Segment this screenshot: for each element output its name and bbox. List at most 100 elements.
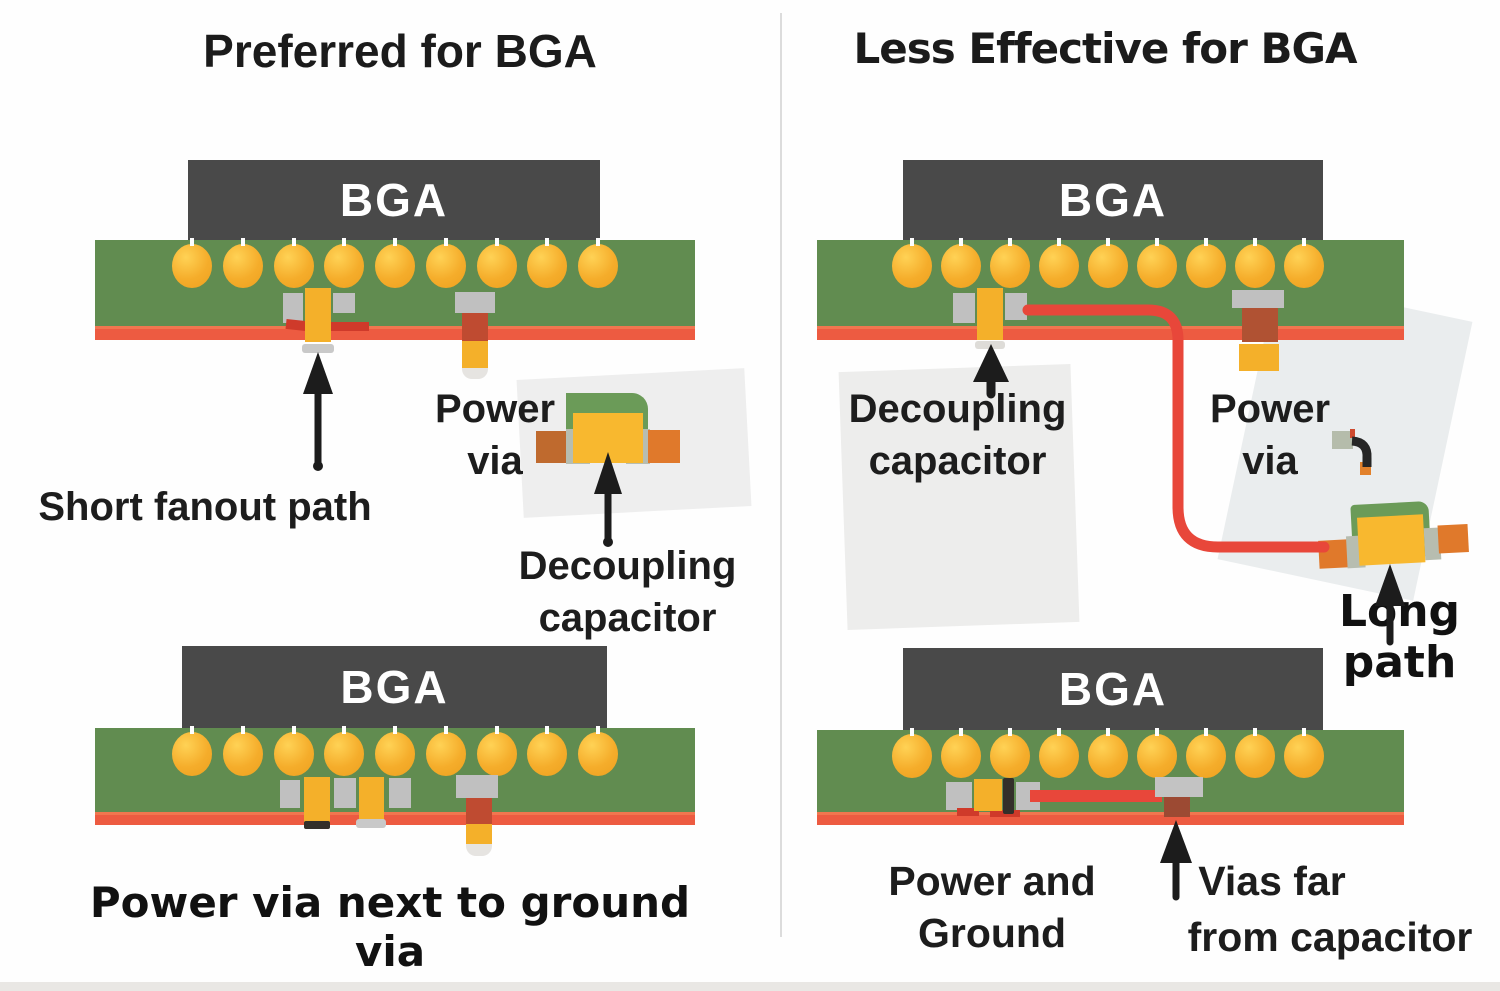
solder-ball	[273, 726, 314, 776]
power-plane-left-bottom	[95, 812, 695, 825]
fanout-trace-red-left	[285, 318, 307, 332]
solder-ball	[1235, 238, 1275, 288]
solder-ball	[172, 238, 212, 288]
left-bottom-caption: Power via next to ground via	[89, 878, 691, 976]
decoupling-label-right-line2: capacitor	[868, 439, 1047, 483]
far-capacitor-body	[1356, 514, 1426, 566]
solder-ball	[222, 238, 263, 288]
power-via-pad-left-bottom	[456, 775, 498, 798]
decoupling-label-right-line1: Decoupling	[848, 387, 1067, 431]
solder-ball	[578, 238, 618, 288]
bga-chip-left-top: BGA	[188, 160, 600, 240]
power-via-label-left-line1: Power	[434, 387, 556, 431]
solder-ball	[375, 726, 415, 776]
power-via-lower-left-top	[462, 341, 488, 368]
cap-via-pad-right-rt	[1005, 293, 1027, 320]
decoupling-capacitor-label-left: Decoupling capacitor	[480, 540, 775, 644]
power-via-pad-left-top	[455, 292, 495, 313]
elbow-via-icon-orange	[1360, 462, 1371, 475]
power-via-adjacent-cap	[356, 819, 386, 828]
solder-ball	[1284, 238, 1324, 288]
solder-ball	[1186, 728, 1226, 778]
capacitor-terminal-left-l	[536, 431, 568, 463]
solder-ball	[1186, 238, 1226, 288]
solder-ball	[1137, 238, 1177, 288]
capacitor-terminal-left-r	[648, 430, 680, 463]
bga-chip-right-bottom: BGA	[903, 648, 1323, 730]
power-plane-right-bottom	[817, 812, 1404, 825]
solder-ball	[425, 238, 466, 288]
via-pair-pad-2	[334, 778, 356, 808]
solder-ball-row-right-top	[892, 238, 1324, 288]
power-via-tip-left-bottom	[466, 844, 492, 856]
short-fanout-via-cap	[302, 344, 334, 353]
solder-ball	[990, 238, 1030, 288]
solder-ball	[892, 728, 932, 778]
far-via-barrel	[1164, 797, 1190, 817]
power-plane-right-top	[817, 326, 1404, 340]
solder-ball	[476, 726, 517, 776]
power-via-label-right-line1: Power	[1209, 387, 1331, 431]
board-capacitor-body	[974, 779, 1002, 811]
fanout-pad-right	[333, 293, 355, 313]
right-panel-title: Less Effective for BGA	[853, 24, 1358, 73]
bga-chip-right-top: BGA	[903, 160, 1323, 240]
far-capacitor-terminal-r	[1437, 523, 1469, 554]
fanout-pad-left	[283, 293, 303, 323]
power-via-pad-right-top	[1232, 290, 1284, 308]
capacitor-via-right-top	[977, 288, 1003, 340]
fanout-trace-red-right	[331, 322, 369, 331]
via-pair-pad-3	[389, 778, 411, 808]
solder-ball	[222, 726, 263, 776]
decoupling-capacitor-body-left	[573, 413, 643, 463]
panel-divider	[780, 13, 782, 937]
bottom-edge-strip	[0, 982, 1500, 991]
power-via-adjacent	[359, 777, 384, 821]
decoupling-label-left-line1: Decoupling	[518, 544, 737, 588]
solder-ball	[990, 728, 1030, 778]
left-panel-title: Preferred for BGA	[203, 25, 597, 77]
solder-ball	[527, 726, 568, 776]
elbow-via-icon-red	[1350, 429, 1355, 438]
solder-ball-row-left-bottom	[172, 726, 618, 776]
far-via-pad	[1155, 777, 1203, 797]
solder-ball	[273, 238, 314, 288]
ground-via	[304, 777, 330, 823]
solder-ball	[324, 238, 365, 288]
solder-ball	[476, 238, 517, 288]
power-via-tip-left-top	[462, 368, 488, 379]
vias-far-label-line2: from capacitor	[1187, 914, 1473, 960]
elbow-via-icon-pad	[1332, 431, 1353, 449]
solder-ball	[892, 238, 932, 288]
solder-ball	[1137, 728, 1177, 778]
short-fanout-via	[305, 288, 331, 342]
solder-ball	[578, 726, 618, 776]
via-pair-pad-1	[280, 780, 300, 808]
solder-ball	[527, 238, 568, 288]
ground-via-cap	[304, 821, 330, 829]
solder-ball	[941, 728, 981, 778]
decoupling-capacitor-label-right: Decoupling capacitor	[835, 383, 1080, 487]
solder-ball	[375, 238, 415, 288]
power-via-lower-left-bottom	[466, 824, 492, 844]
power-via-label-left: Power via	[420, 383, 570, 487]
power-and-ground-label: Power and Ground	[888, 858, 1096, 956]
far-capacitor-group	[1310, 496, 1472, 576]
solder-ball	[324, 726, 365, 776]
power-via-barrel-left-top	[462, 313, 488, 341]
solder-ball	[941, 238, 981, 288]
solder-ball	[425, 726, 466, 776]
bga-chip-left-bottom: BGA	[182, 646, 607, 728]
capacitor-via-cap-rt	[975, 341, 1005, 349]
short-fanout-path-label: Short fanout path	[38, 485, 372, 529]
short-fanout-arrow	[303, 352, 333, 471]
solder-ball-row-right-bottom	[892, 728, 1324, 778]
solder-ball	[1088, 728, 1128, 778]
decoupling-label-left-line2: capacitor	[538, 596, 717, 640]
power-via-lower-right-top	[1239, 344, 1279, 371]
board-capacitor-pad-l	[946, 782, 972, 810]
solder-ball-row-left-top	[172, 238, 618, 288]
solder-ball	[1284, 728, 1324, 778]
solder-ball	[1088, 238, 1128, 288]
